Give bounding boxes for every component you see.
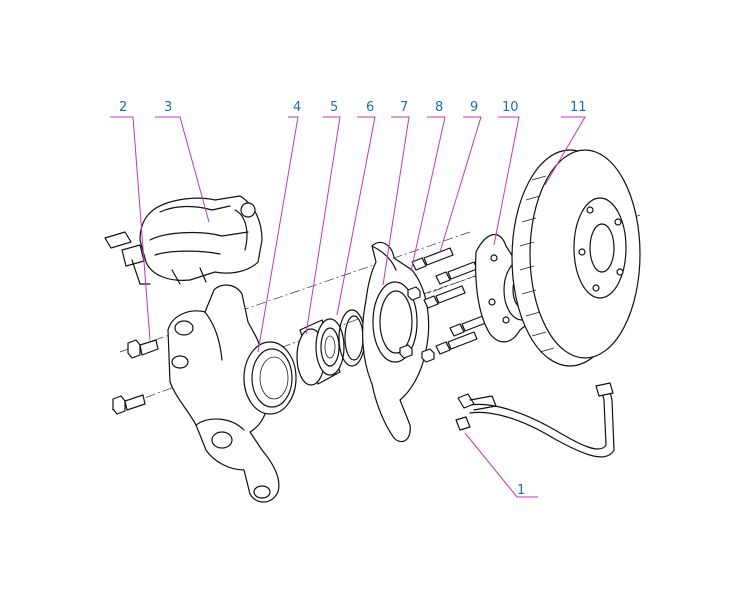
leader-5 [305,116,341,335]
dust-shield-part-7 [362,241,430,443]
callout-2: 2 [119,100,127,115]
small-bolts-part-8 [399,286,435,363]
callout-7: 7 [400,100,408,115]
brake-hose-part-1 [455,382,615,458]
leader-9 [439,116,482,253]
wheel-bearing-part-5 [296,318,345,386]
leader-11 [544,116,586,186]
bolt-part-2 [112,339,159,415]
steering-knuckle-part-4 [167,284,297,503]
callout-5: 5 [330,100,338,115]
caliper-part-3 [104,195,263,285]
leader-10 [493,116,520,246]
callout-11: 11 [570,100,587,115]
wheel-studs-part-9 [411,247,492,355]
leader-lines [110,116,586,498]
callout-labels: 1 2 3 4 5 6 7 8 9 10 11 [119,100,587,498]
callout-10: 10 [502,100,519,115]
callout-1: 1 [517,483,525,498]
callout-4: 4 [293,100,301,115]
leader-4 [257,116,299,353]
leader-2 [110,116,151,341]
leader-3 [155,116,210,223]
callout-3: 3 [164,100,172,115]
leader-8 [410,116,446,272]
leader-1 [464,432,538,498]
callout-8: 8 [435,100,443,115]
callout-6: 6 [366,100,374,115]
callout-9: 9 [470,100,478,115]
leader-6 [336,116,376,316]
brake-disc-part-11 [511,149,641,367]
leader-7 [382,116,410,286]
